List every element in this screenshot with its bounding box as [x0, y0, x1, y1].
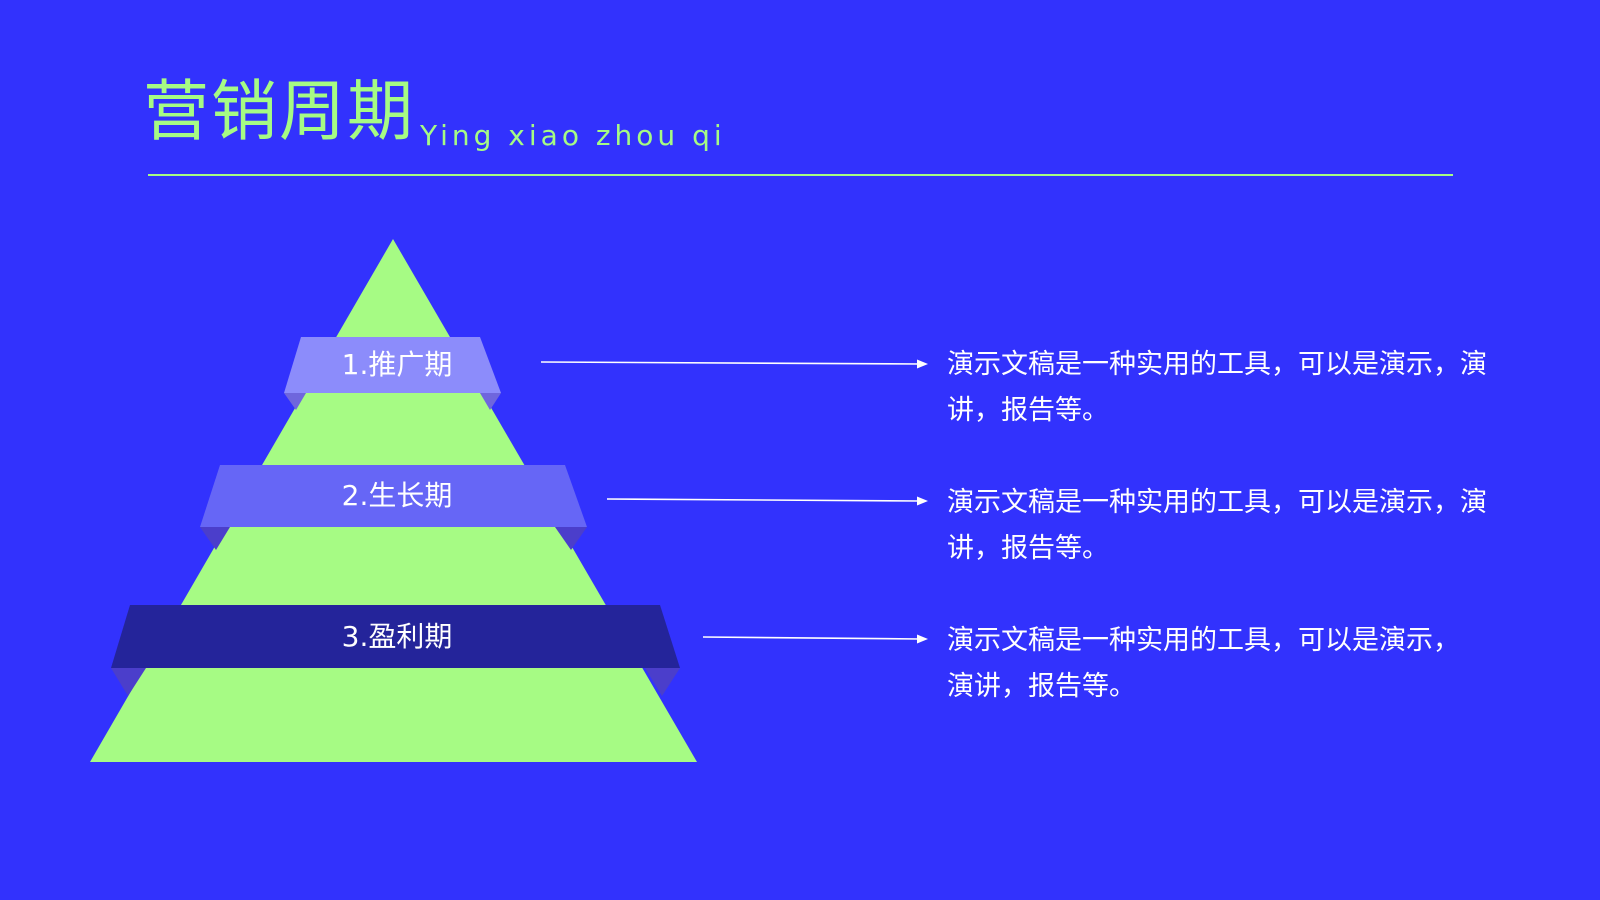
band-2 — [200, 465, 587, 527]
arrowhead-3 — [917, 634, 928, 644]
band-1-shadow-right — [480, 393, 501, 410]
connector-arrow-3 — [702, 636, 921, 640]
band-3-shadow-left — [111, 668, 146, 696]
arrowhead-2 — [917, 496, 928, 506]
connector-arrow-1 — [540, 361, 921, 365]
stage-1-label: 1.推广期 — [341, 348, 453, 381]
stage-1-description: 演示文稿是一种实用的工具，可以是演示，演讲，报告等。 — [947, 349, 1487, 426]
slide-subtitle: Ying xiao zhou qi — [420, 119, 726, 152]
band-2-shadow-right — [555, 527, 587, 550]
arrowhead-1 — [917, 359, 928, 369]
stage-2-label: 2.生长期 — [341, 479, 453, 512]
stage-3-description: 演示文稿是一种实用的工具，可以是演示，演讲，报告等。 — [947, 625, 1460, 702]
band-2-shadow-left — [200, 527, 230, 550]
stage-3-label: 3.盈利期 — [341, 620, 453, 653]
band-3-shadow-right — [645, 668, 680, 696]
band-3 — [111, 605, 680, 668]
stage-2-description: 演示文稿是一种实用的工具，可以是演示，演讲，报告等。 — [947, 487, 1487, 564]
title-divider — [148, 174, 1453, 176]
band-1 — [284, 337, 501, 393]
band-1-shadow-left — [284, 393, 306, 410]
connector-arrow-2 — [606, 498, 921, 502]
slide-title: 营销周期 — [143, 73, 415, 150]
